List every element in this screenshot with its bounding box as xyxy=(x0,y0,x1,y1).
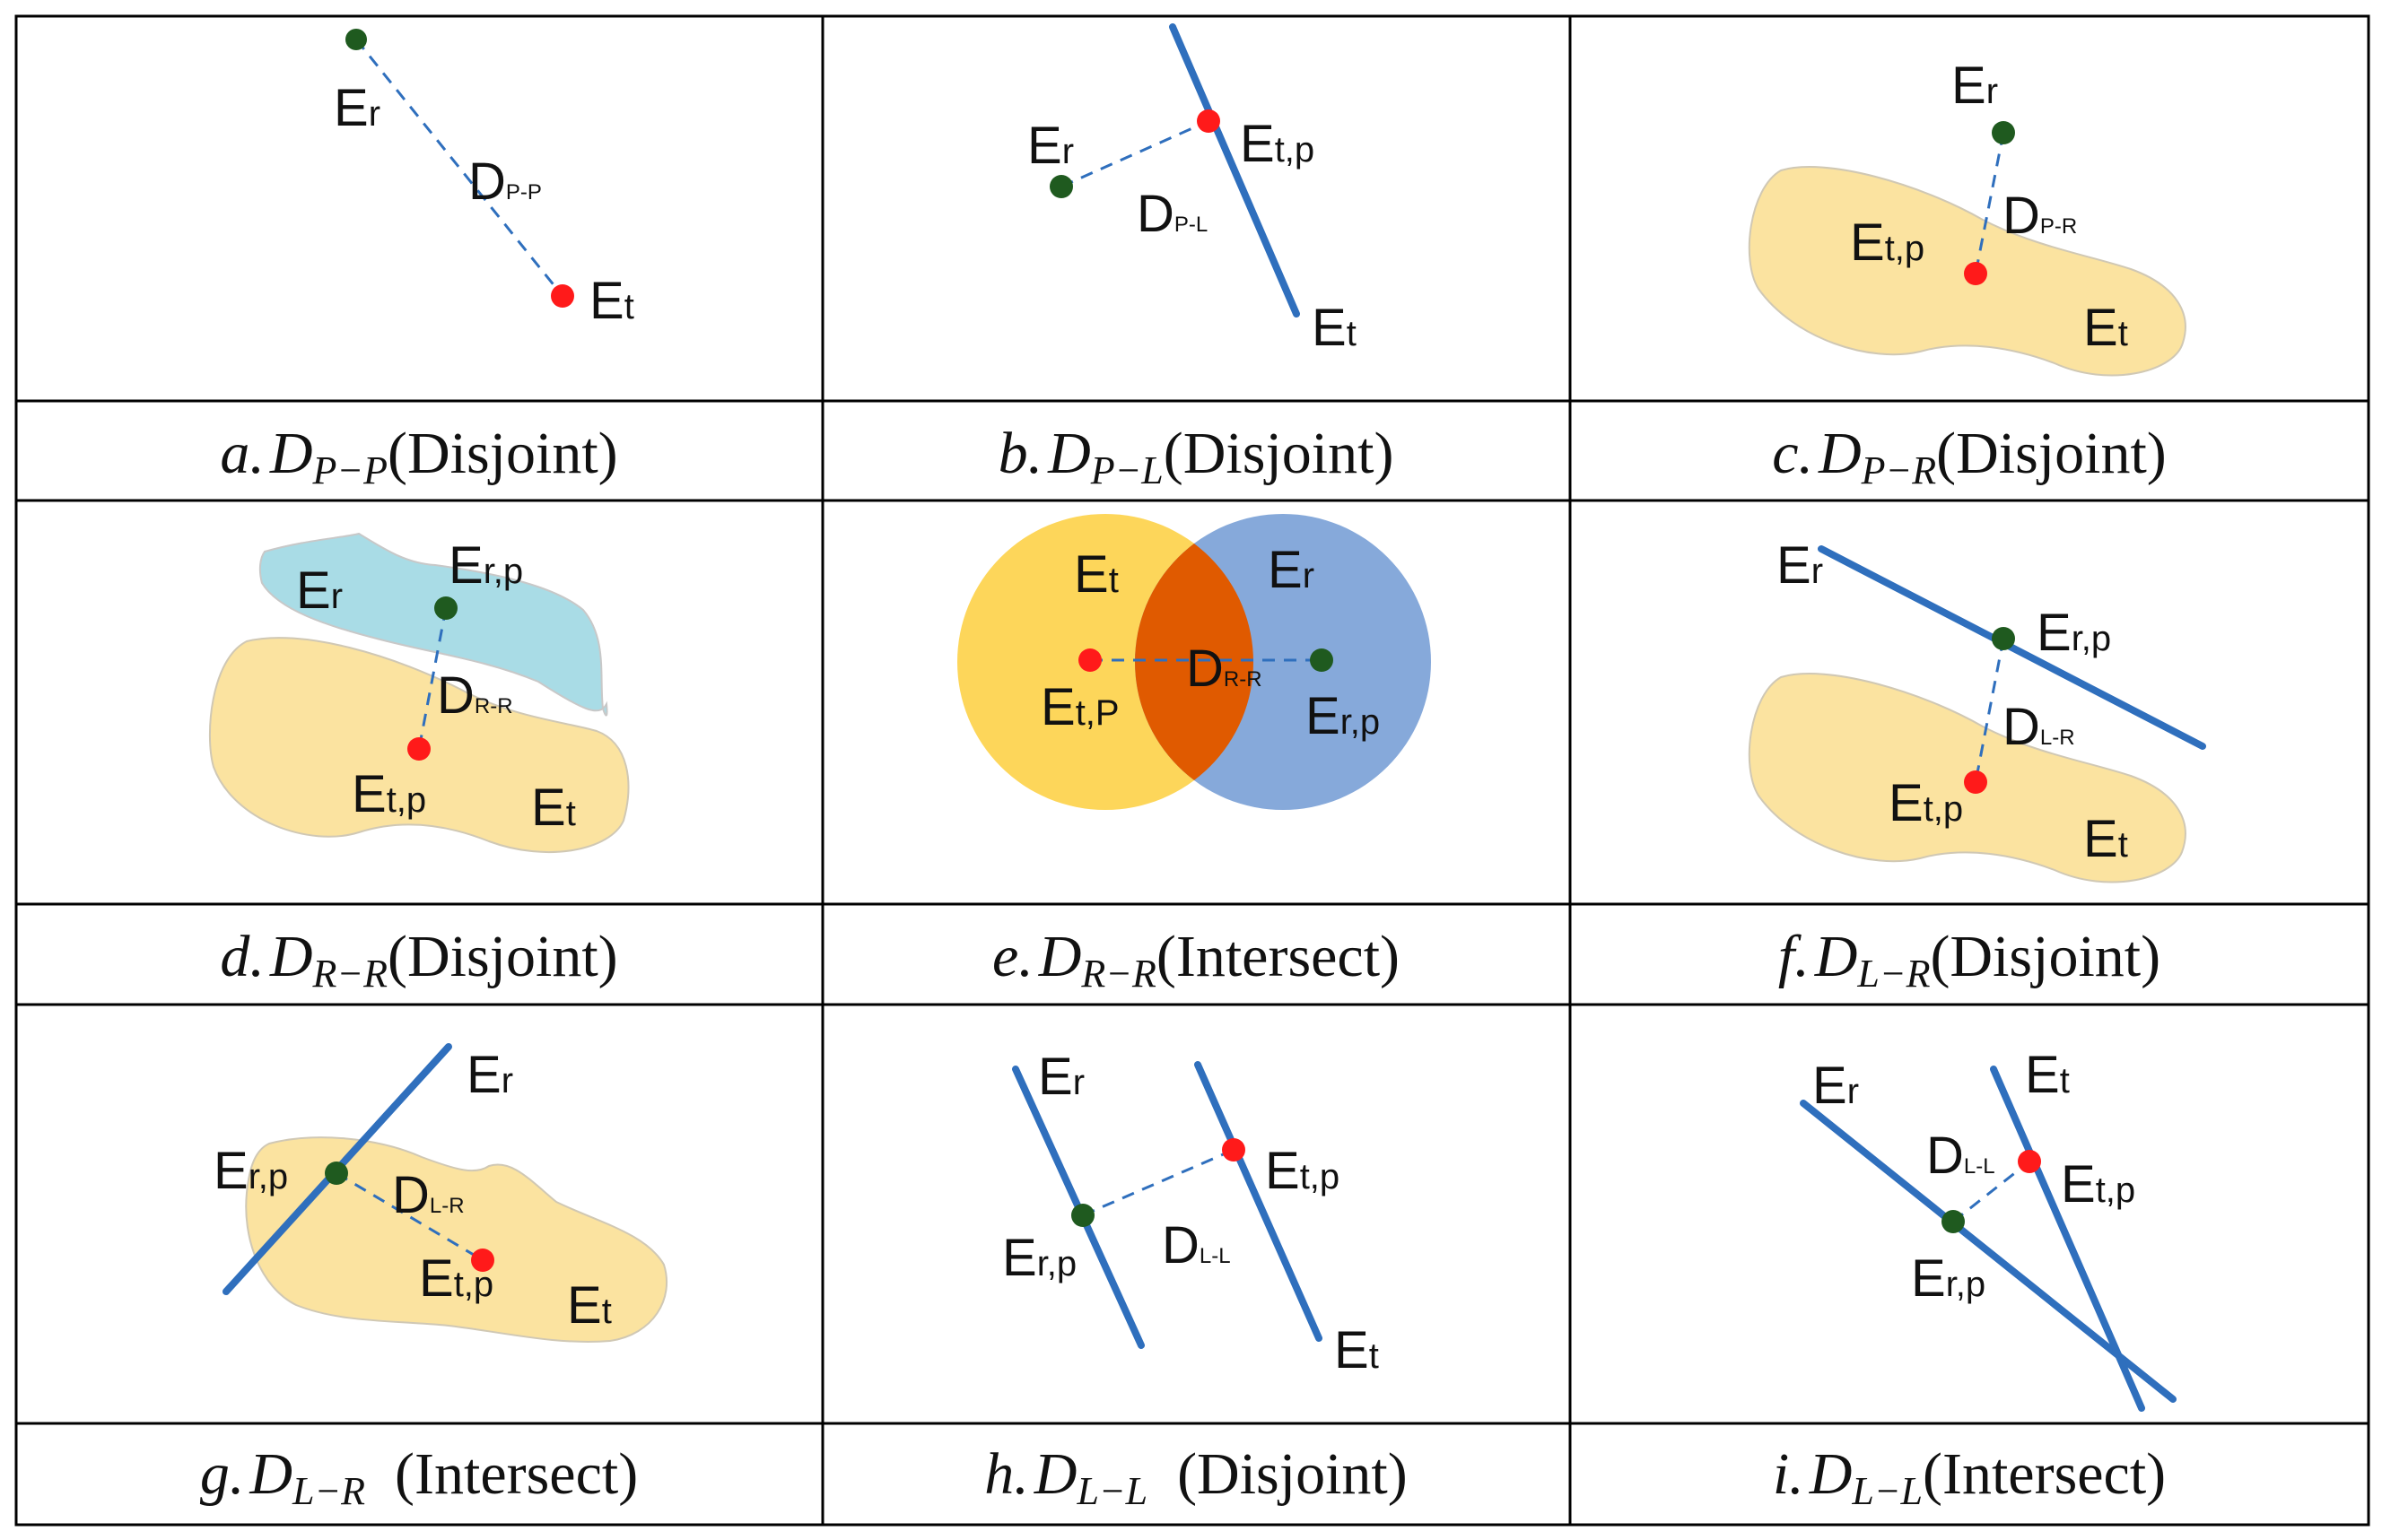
label-er: Er xyxy=(467,1046,513,1104)
reference-point xyxy=(1071,1204,1095,1227)
target-point xyxy=(1078,648,1102,672)
label-distance: DP-L xyxy=(1137,185,1208,243)
label-er: Er xyxy=(1812,1057,1859,1115)
target-point xyxy=(1964,262,1987,285)
label-distance: DR-R xyxy=(1186,639,1262,698)
label-etp: Et,p xyxy=(1240,115,1314,173)
label-et: Et xyxy=(531,779,576,837)
label-et: Et xyxy=(567,1276,612,1335)
target-line xyxy=(1194,1061,1322,1342)
reference-point xyxy=(325,1162,348,1185)
reference-point xyxy=(1992,121,2015,144)
panel-b: Er Et,p DP-L Et xyxy=(1027,23,1357,357)
caption-i: i.DL−L(Intersect) xyxy=(1773,1441,2166,1513)
panel-c: Er DP-R Et,p Et xyxy=(1748,57,2186,377)
target-line xyxy=(1169,23,1300,318)
target-region xyxy=(245,1136,668,1343)
reference-region xyxy=(258,532,608,717)
label-erp: Er,p xyxy=(2037,604,2111,662)
label-etp: Et,p xyxy=(2061,1155,2135,1214)
reference-line xyxy=(1818,545,2206,750)
label-distance: DL-L xyxy=(1162,1216,1231,1275)
panel-g: Er Er,p DL-R Et,p Et xyxy=(214,1043,668,1343)
target-line xyxy=(1990,1066,2145,1412)
label-etp: Et,p xyxy=(1850,213,1924,272)
label-er: Er xyxy=(1951,57,1998,115)
label-et: Et xyxy=(2025,1046,2070,1104)
label-erp: Er,p xyxy=(1305,687,1380,745)
target-point xyxy=(2018,1150,2041,1173)
panel-e: Et Er DR-R Et,P Er,p xyxy=(957,514,1431,810)
panel-h: Er Et,p DL-L Er,p Et xyxy=(1002,1048,1379,1379)
label-erp: Er,p xyxy=(449,536,523,595)
reference-point xyxy=(1992,627,2015,650)
target-point xyxy=(1222,1138,1245,1162)
label-er: Er xyxy=(296,561,343,620)
label-er: Er xyxy=(1038,1048,1085,1106)
panel-d: Er Er,p DR-R Et,p Et xyxy=(208,532,630,854)
label-erp: Er,p xyxy=(1002,1229,1077,1287)
reference-point xyxy=(1310,648,1333,672)
target-point xyxy=(407,737,431,761)
label-distance: DL-L xyxy=(1926,1127,1995,1185)
reference-point xyxy=(1941,1210,1965,1233)
label-distance: DL-R xyxy=(2002,698,2075,756)
panel-i: Er Et DL-L Et,p Er,p xyxy=(1800,1046,2177,1412)
caption-a: a.DP−P(Disjoint) xyxy=(220,421,617,492)
panel-f: Er Er,p DL-R Et,p Et xyxy=(1748,536,2206,883)
label-et: Et xyxy=(1334,1321,1379,1379)
label-et: Et xyxy=(2083,299,2128,357)
panel-a: Er DP-P Et xyxy=(334,29,634,330)
caption-h: h.DL−L (Disjoint) xyxy=(984,1441,1407,1513)
label-erp: Er,p xyxy=(214,1142,288,1200)
label-er: Er xyxy=(1776,536,1823,595)
label-er: Er xyxy=(1027,117,1074,175)
reference-point xyxy=(1050,175,1073,198)
label-et: Et xyxy=(589,272,634,330)
label-et: Et xyxy=(1074,545,1119,604)
caption-c: c.DP−R(Disjoint) xyxy=(1772,421,2167,492)
label-etp: Et,P xyxy=(1041,678,1120,736)
table-grid xyxy=(14,14,2370,1527)
label-distance: DR-R xyxy=(437,666,513,725)
label-etp: Et,p xyxy=(352,765,426,823)
caption-d: d.DR−R(Disjoint) xyxy=(220,924,617,996)
target-point xyxy=(1197,109,1220,133)
caption-b: b.DP−L(Disjoint) xyxy=(999,421,1394,492)
label-et: Et xyxy=(2083,810,2128,868)
caption-e: e.DR−R(Intersect) xyxy=(992,924,1400,996)
reference-line xyxy=(1800,1100,2177,1403)
label-er: Er xyxy=(1268,541,1314,599)
label-distance: DP-P xyxy=(468,152,542,211)
target-point xyxy=(1964,770,1987,794)
label-etp: Et,p xyxy=(419,1249,493,1308)
captions: a.DP−P(Disjoint) b.DP−L(Disjoint) c.DP−R… xyxy=(200,421,2167,1513)
label-etp: Et,p xyxy=(1265,1142,1339,1200)
label-erp: Er,p xyxy=(1911,1249,1985,1308)
label-er: Er xyxy=(334,79,380,137)
reference-point xyxy=(434,596,458,620)
label-distance: DL-R xyxy=(392,1166,465,1224)
caption-g: g.DL−R (Intersect) xyxy=(200,1441,638,1513)
target-point xyxy=(551,284,574,308)
caption-f: f.DL−R(Disjoint) xyxy=(1778,924,2160,996)
target-point xyxy=(471,1249,494,1272)
label-distance: DP-R xyxy=(2002,187,2077,245)
label-et: Et xyxy=(1312,299,1357,357)
label-etp: Et,p xyxy=(1889,774,1963,832)
overlap-region xyxy=(1135,514,1253,810)
reference-point xyxy=(345,29,367,50)
